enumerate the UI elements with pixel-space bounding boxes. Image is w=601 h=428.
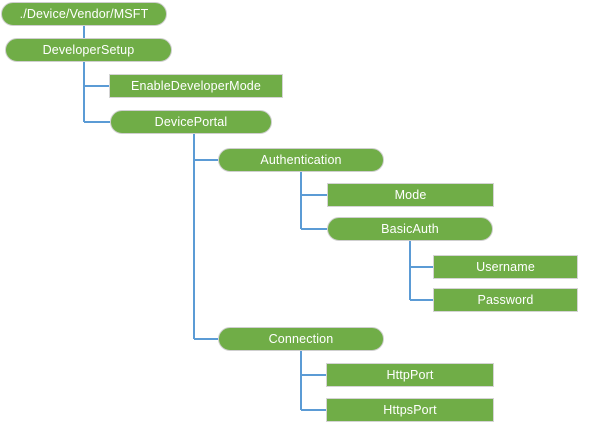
- node-basicauth[interactable]: BasicAuth: [327, 217, 493, 241]
- node-username[interactable]: Username: [433, 255, 578, 279]
- node-authentication[interactable]: Authentication: [218, 148, 384, 172]
- node-mode[interactable]: Mode: [327, 183, 494, 207]
- node-developersetup[interactable]: DeveloperSetup: [5, 38, 172, 62]
- node-root[interactable]: ./Device/Vendor/MSFT: [1, 2, 167, 26]
- node-connection[interactable]: Connection: [218, 327, 384, 351]
- node-enabledevelopermode[interactable]: EnableDeveloperMode: [109, 74, 283, 98]
- node-deviceportal[interactable]: DevicePortal: [110, 110, 272, 134]
- node-httpport[interactable]: HttpPort: [326, 363, 494, 387]
- node-password[interactable]: Password: [433, 288, 578, 312]
- node-httpsport[interactable]: HttpsPort: [326, 398, 494, 422]
